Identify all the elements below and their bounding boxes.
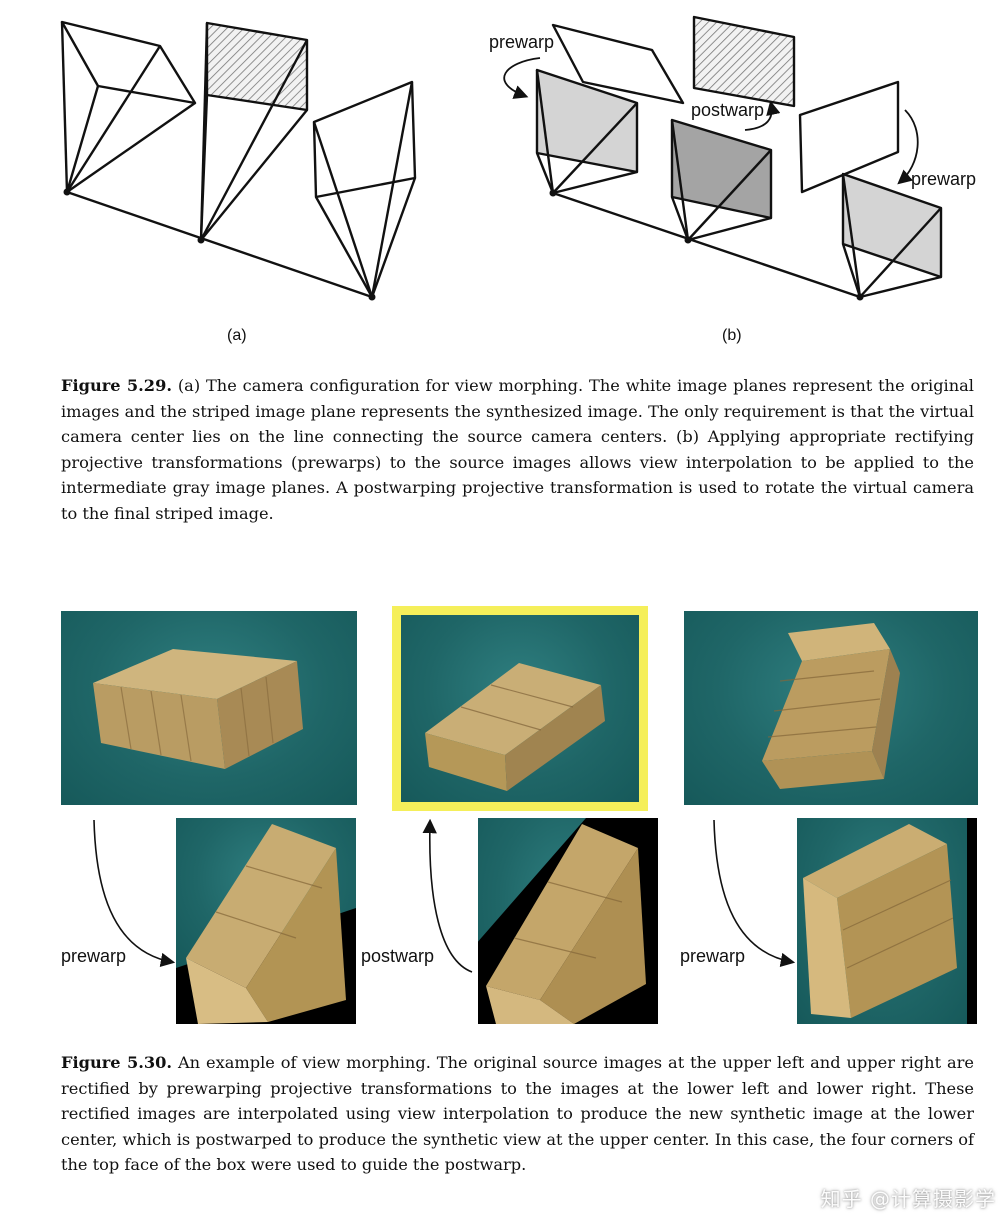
photo-synthetic-upper-center bbox=[392, 606, 648, 811]
camera-center-left-b bbox=[550, 190, 557, 197]
postwarp-label-b: postwarp bbox=[691, 100, 764, 121]
prewarp-arrow-photo-left bbox=[94, 820, 172, 962]
prewarp-arrow-left bbox=[504, 58, 540, 96]
diagram-a bbox=[62, 22, 415, 297]
caption-title-530: Figure 5.30. bbox=[61, 1053, 172, 1072]
caption-text: (a) The camera configuration for view mo… bbox=[61, 376, 974, 523]
camera-center-right-b bbox=[857, 294, 864, 301]
photo-interpolated-lower-center bbox=[478, 818, 658, 1024]
diagram-b bbox=[504, 17, 941, 297]
postwarp-arrow-photo bbox=[430, 822, 472, 972]
figure-5-30-caption: Figure 5.30. An example of view morphing… bbox=[61, 1050, 974, 1178]
subfigure-label-b: (b) bbox=[722, 327, 742, 345]
prewarp-arrow-photo-right bbox=[714, 820, 792, 962]
caption-title: Figure 5.29. bbox=[61, 376, 172, 395]
figure-5-29-caption: Figure 5.29. (a) The camera configuratio… bbox=[61, 373, 974, 526]
camera-center-left-a bbox=[64, 189, 71, 196]
striped-plane-b bbox=[694, 17, 794, 106]
caption-text-530: An example of view morphing. The origina… bbox=[61, 1053, 974, 1174]
photo-prewarp-lower-left bbox=[176, 818, 356, 1024]
figure-5-29-diagram bbox=[0, 0, 1002, 360]
prewarp-label-photo-right: prewarp bbox=[680, 946, 745, 967]
camera-center-mid-a bbox=[198, 237, 205, 244]
postwarp-label-photo: postwarp bbox=[361, 946, 434, 967]
prewarp-label-b-left: prewarp bbox=[489, 32, 554, 53]
camera-center-mid-b bbox=[685, 237, 692, 244]
subfigure-label-a: (a) bbox=[227, 327, 247, 345]
camera-center-right-a bbox=[369, 294, 376, 301]
photo-source-upper-left bbox=[61, 611, 357, 805]
image-plane-right-a bbox=[314, 82, 415, 197]
image-plane-left-a bbox=[62, 22, 195, 103]
prewarp-label-photo-left: prewarp bbox=[61, 946, 126, 967]
prewarp-label-b-right: prewarp bbox=[911, 169, 976, 190]
photo-prewarp-lower-right bbox=[797, 818, 977, 1024]
photo-source-upper-right bbox=[684, 611, 978, 805]
watermark: 知乎 @计算摄影学 bbox=[821, 1183, 996, 1212]
